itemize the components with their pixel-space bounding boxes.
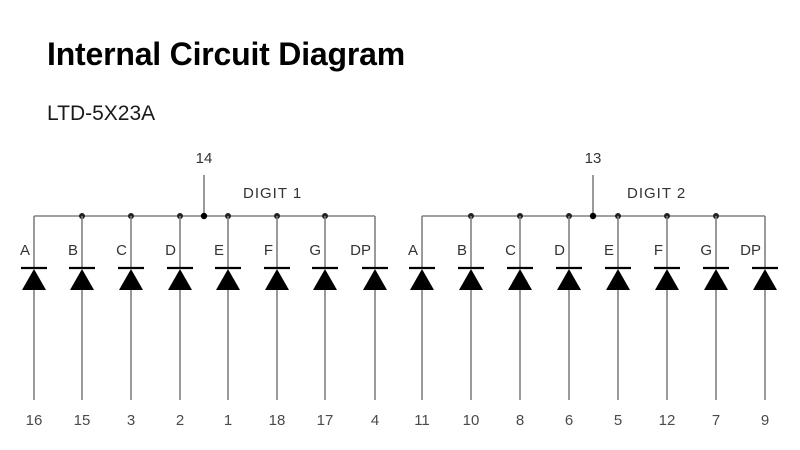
segment-label-d: D — [554, 242, 565, 259]
led-diode-triangle — [704, 269, 728, 290]
segment-label-g: G — [309, 242, 321, 259]
led-diode-triangle — [22, 269, 46, 290]
segment-label-f: F — [653, 242, 663, 259]
pin-number: 17 — [316, 412, 334, 429]
pin-number: 12 — [658, 412, 676, 429]
common-pin-junction-dot — [200, 212, 208, 220]
led-diode-triangle — [557, 269, 581, 290]
page-title: Internal Circuit Diagram — [47, 36, 405, 72]
segment-label-e: E — [213, 242, 224, 259]
pin-number: 4 — [370, 412, 380, 429]
led-diode-triangle — [363, 269, 387, 290]
digit-group-1 — [21, 175, 388, 400]
pin-number: 16 — [25, 412, 43, 429]
common-pin-junction-dot — [589, 212, 597, 220]
led-diode-triangle — [753, 269, 777, 290]
led-diode-triangle — [459, 269, 483, 290]
led-diode-triangle — [216, 269, 240, 290]
pin-number: 7 — [711, 412, 721, 429]
pin-number: 6 — [564, 412, 574, 429]
led-diode-triangle — [168, 269, 192, 290]
segment-label-c: C — [505, 242, 516, 259]
digit-group-2 — [409, 175, 778, 400]
led-diode-triangle — [313, 269, 337, 290]
led-diode-triangle — [70, 269, 94, 290]
led-diode-triangle — [655, 269, 679, 290]
common-pin-number: 14 — [195, 150, 213, 167]
pin-number: 9 — [760, 412, 770, 429]
segment-label-dp: DP — [740, 242, 761, 259]
digit-title-2: DIGIT 2 — [627, 185, 687, 202]
led-diode-triangle — [119, 269, 143, 290]
pin-number: 15 — [73, 412, 91, 429]
led-diode-triangle — [508, 269, 532, 290]
pin-number: 5 — [613, 412, 623, 429]
pin-number: 3 — [126, 412, 136, 429]
led-diode-triangle — [265, 269, 289, 290]
pin-number: 10 — [462, 412, 480, 429]
pin-number: 8 — [515, 412, 525, 429]
part-number: LTD-5X23A — [47, 102, 156, 125]
led-diode-triangle — [410, 269, 434, 290]
segment-label-b: B — [456, 242, 467, 259]
segment-label-c: C — [116, 242, 127, 259]
pin-number: 2 — [175, 412, 185, 429]
digit-title-1: DIGIT 1 — [243, 185, 303, 202]
pin-number: 1 — [223, 412, 233, 429]
segment-label-d: D — [165, 242, 176, 259]
segment-label-a: A — [407, 242, 418, 259]
segment-label-g: G — [700, 242, 712, 259]
pin-number: 11 — [414, 412, 430, 429]
segment-label-dp: DP — [350, 242, 371, 259]
segment-label-b: B — [67, 242, 78, 259]
segment-label-e: E — [603, 242, 614, 259]
segment-label-f: F — [263, 242, 273, 259]
led-diode-triangle — [606, 269, 630, 290]
pin-number: 18 — [268, 412, 286, 429]
segment-label-a: A — [19, 242, 30, 259]
common-pin-number: 13 — [584, 150, 602, 167]
